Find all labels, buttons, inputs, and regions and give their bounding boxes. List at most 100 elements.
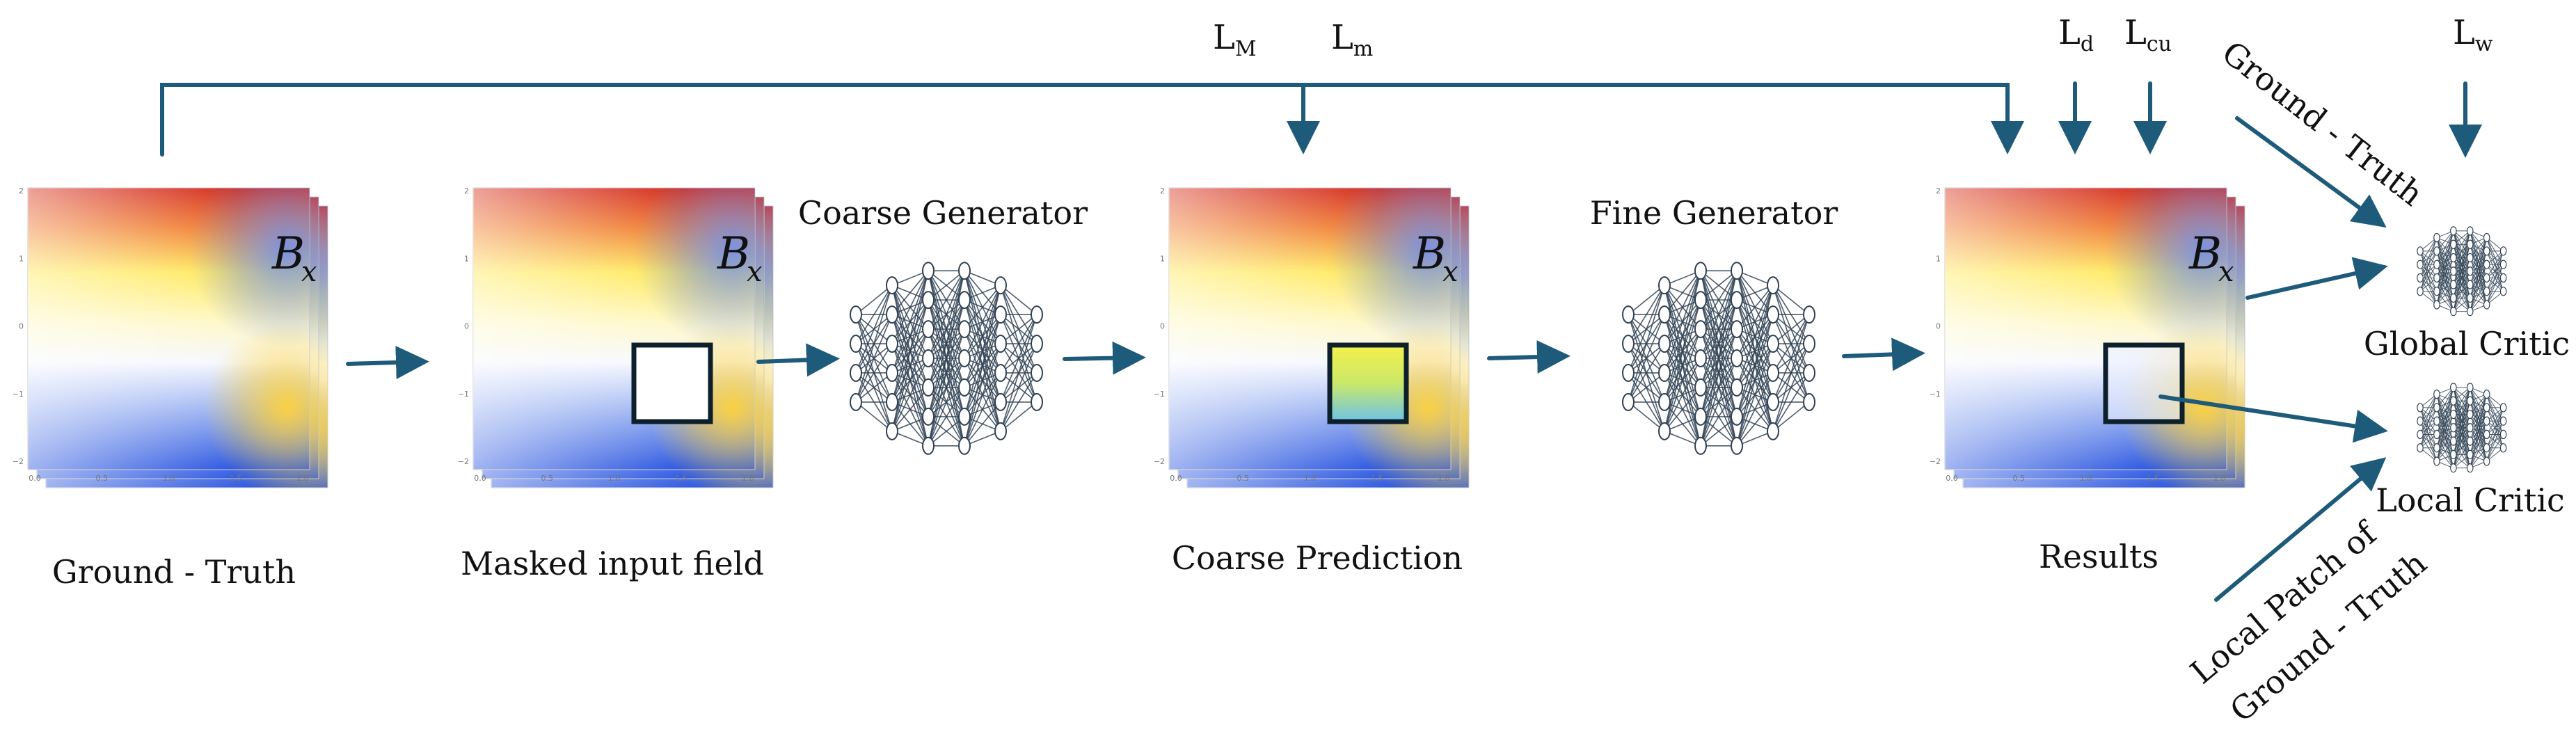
network-node: [2466, 253, 2474, 263]
network-node: [2499, 246, 2507, 256]
network-node: [1031, 392, 1043, 411]
loss-Lcu: Lcu: [2124, 13, 2172, 56]
x-tick-label: 1.5: [675, 474, 687, 483]
field-symbol-subscript: x: [301, 256, 317, 288]
network-node: [922, 320, 935, 339]
network-node: [2483, 456, 2490, 466]
network-node: [1694, 262, 1707, 280]
network-node: [1731, 436, 1743, 455]
local-critic-label: Local Critic: [2376, 481, 2565, 519]
network-node: [994, 305, 1007, 324]
label-ground-truth: Ground - Truth: [52, 553, 296, 591]
network-node: [1731, 378, 1743, 397]
y-tick-label: −1: [458, 390, 469, 399]
network-node: [2483, 416, 2490, 426]
network-node: [2466, 293, 2474, 303]
network-node: [850, 392, 862, 411]
network-node: [1731, 407, 1743, 426]
network-node: [1767, 335, 1779, 353]
network-node: [2466, 409, 2474, 420]
loss-LM: LM: [1213, 18, 1257, 61]
network-node: [2450, 293, 2457, 303]
arrow-gt-to-global-critic: [2235, 116, 2387, 228]
network-node: [2450, 226, 2457, 236]
x-tick-label: 0.0: [1170, 474, 1182, 483]
network-node: [2417, 260, 2424, 269]
loss-Ld: Ld: [2058, 13, 2094, 56]
network-node: [886, 422, 898, 440]
network-node: [2417, 273, 2424, 283]
network-node: [2466, 396, 2474, 406]
y-tick-label: 1: [1160, 254, 1165, 263]
y-tick-label: 0: [19, 322, 24, 331]
y-tick-label: 2: [1160, 186, 1165, 196]
network-node: [1658, 276, 1671, 295]
network-node: [1622, 363, 1635, 382]
network-node: [2466, 449, 2474, 460]
y-tick-label: 0: [1936, 322, 1941, 331]
y-tick-label: 1: [19, 254, 24, 263]
network-node: [994, 363, 1007, 382]
network-node: [2433, 429, 2440, 440]
network-node: [2499, 416, 2507, 426]
network-node: [958, 407, 971, 426]
field-symbol: B: [1413, 228, 1446, 280]
y-tick-label: −2: [458, 457, 469, 466]
network-node: [1803, 392, 1815, 411]
network-node: [2417, 416, 2424, 426]
network-node: [1031, 335, 1043, 353]
arrow-fine-gen-to-results: [1842, 337, 1925, 372]
x-tick-label: 0.5: [96, 474, 109, 483]
network-edges: [1628, 270, 1810, 447]
fine-generator-label: Fine Generator: [1590, 194, 1838, 232]
predicted-patch: [1327, 342, 1409, 424]
network-node: [2450, 449, 2457, 460]
arrow-masked-to-coarse-gen: [756, 343, 840, 377]
network-node: [994, 422, 1007, 440]
y-tick-label: 2: [1936, 186, 1941, 196]
field-symbol: B: [2188, 228, 2222, 280]
network-node: [2450, 383, 2457, 392]
network-node: [2483, 429, 2490, 440]
fine-generator-network: [1622, 262, 1815, 455]
coarse-generator-network: [850, 262, 1043, 455]
network-node: [850, 363, 862, 382]
network-node: [2483, 300, 2490, 310]
network-node: [2466, 239, 2474, 249]
x-tick-label: 1.0: [1304, 474, 1317, 483]
x-tick-label: 0.5: [541, 474, 554, 483]
field-symbol-subscript: x: [1442, 256, 1458, 288]
network-node: [2433, 403, 2440, 413]
x-tick-label: 2.0: [296, 474, 309, 483]
network-node: [1803, 363, 1815, 382]
network-node: [2466, 266, 2474, 276]
arrow-gt-to-masked: [346, 346, 429, 380]
network-node: [1767, 392, 1779, 411]
network-edges: [855, 270, 1037, 447]
network-node: [2499, 260, 2507, 269]
y-tick-label: 2: [19, 186, 24, 196]
network-node: [1694, 436, 1707, 455]
network-node: [1658, 305, 1671, 324]
network-node: [922, 291, 935, 310]
network-node: [1031, 363, 1043, 382]
network-node: [922, 436, 935, 455]
network-node: [886, 305, 898, 324]
network-node: [2499, 443, 2507, 453]
y-tick-label: 0: [464, 322, 469, 331]
network-node: [2483, 246, 2490, 256]
network-node: [2450, 253, 2457, 263]
network-edges: [2419, 230, 2504, 312]
network-node: [2433, 260, 2440, 269]
arrow-skip-gt-to-results: [160, 83, 2024, 157]
network-node: [2450, 423, 2457, 433]
y-tick-label: 1: [1936, 254, 1941, 263]
network-node: [2433, 300, 2440, 310]
network-node: [2450, 280, 2457, 289]
x-tick-label: 0.0: [474, 474, 486, 483]
network-node: [2499, 429, 2507, 440]
